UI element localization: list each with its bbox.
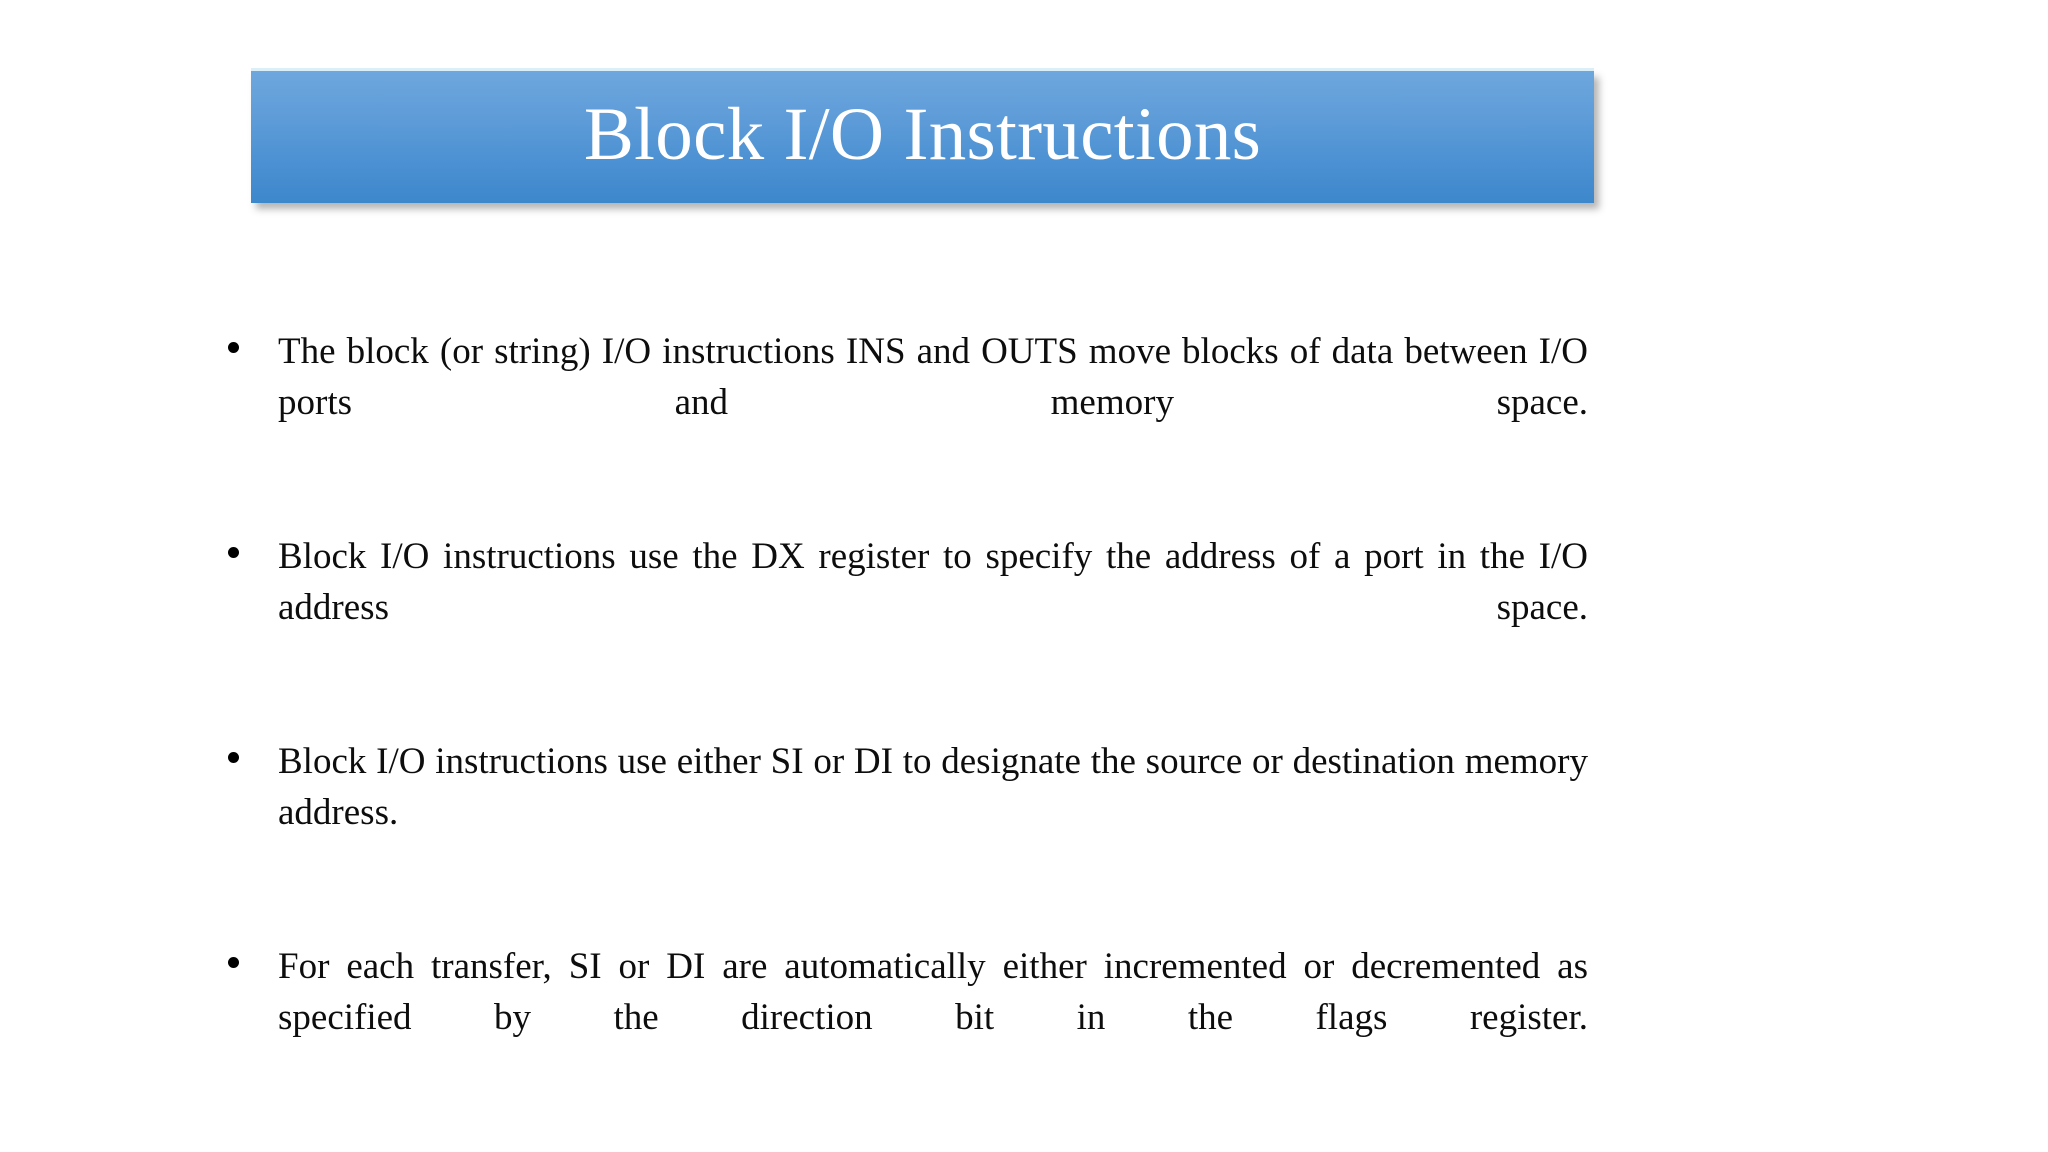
slide-title-banner: Block I/O Instructions [251, 68, 1594, 203]
slide-title: Block I/O Instructions [583, 92, 1262, 176]
list-item: Block I/O instructions use either SI or … [228, 736, 1588, 889]
list-item: Block I/O instructions use the DX regist… [228, 531, 1588, 684]
list-item-text: Block I/O instructions use the DX regist… [278, 536, 1588, 628]
list-item-text: Block I/O instructions use either SI or … [278, 741, 1588, 833]
list-item-text: The block (or string) I/O instructions I… [278, 331, 1588, 423]
bullet-list: The block (or string) I/O instructions I… [228, 326, 1588, 1094]
list-item-text: For each transfer, SI or DI are automati… [278, 946, 1588, 1038]
list-item: The block (or string) I/O instructions I… [228, 326, 1588, 479]
list-item: For each transfer, SI or DI are automati… [228, 941, 1588, 1094]
bullet-dot-icon [228, 342, 239, 353]
bullet-dot-icon [228, 547, 239, 558]
bullet-dot-icon [228, 752, 239, 763]
bullet-dot-icon [228, 957, 239, 968]
